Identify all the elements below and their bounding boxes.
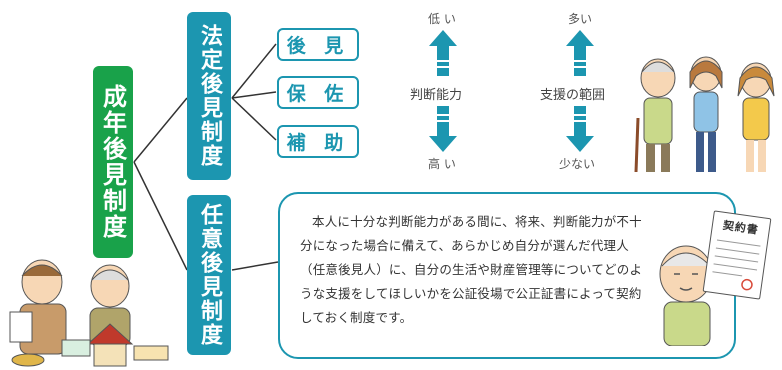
adult-guardianship-label: 成年後見制度 (98, 84, 127, 240)
ability-label: 判断能力 (410, 88, 463, 103)
subtype-assistance: 補 助 (277, 125, 359, 158)
contract-document: 契約書 (702, 210, 772, 300)
subtype-guardianship: 後 見 (277, 28, 359, 61)
subtype-curatorship: 保 佐 (277, 76, 359, 109)
arrow-up-icon (429, 30, 457, 76)
arrow-down-icon (566, 106, 594, 152)
contract-lines (712, 239, 761, 291)
family-illustration (634, 56, 775, 173)
ability-low-label: 低 い (428, 12, 456, 26)
support-range-label: 支援の範囲 (540, 88, 606, 103)
adult-guardianship-box: 成年後見制度 (93, 66, 133, 258)
support-more-label: 多い (568, 12, 593, 26)
support-less-label: 少ない (559, 157, 596, 171)
advisor-illustration (9, 259, 169, 367)
legal-guardianship-label: 法定後見制度 (197, 24, 222, 168)
ability-high-label: 高 い (428, 157, 456, 171)
arrow-up-icon (566, 30, 594, 76)
voluntary-description-text: 本人に十分な判断能力がある間に、将来、判断能力が不十分になった場合に備えて、あら… (300, 214, 643, 325)
arrow-down-icon (429, 106, 457, 152)
contract-title: 契約書 (722, 218, 760, 237)
legal-guardianship-box: 法定後見制度 (187, 12, 231, 180)
voluntary-guardianship-box: 任意後見制度 (187, 195, 231, 355)
voluntary-guardianship-label: 任意後見制度 (197, 203, 222, 347)
elderly-man-illustration (659, 245, 713, 346)
